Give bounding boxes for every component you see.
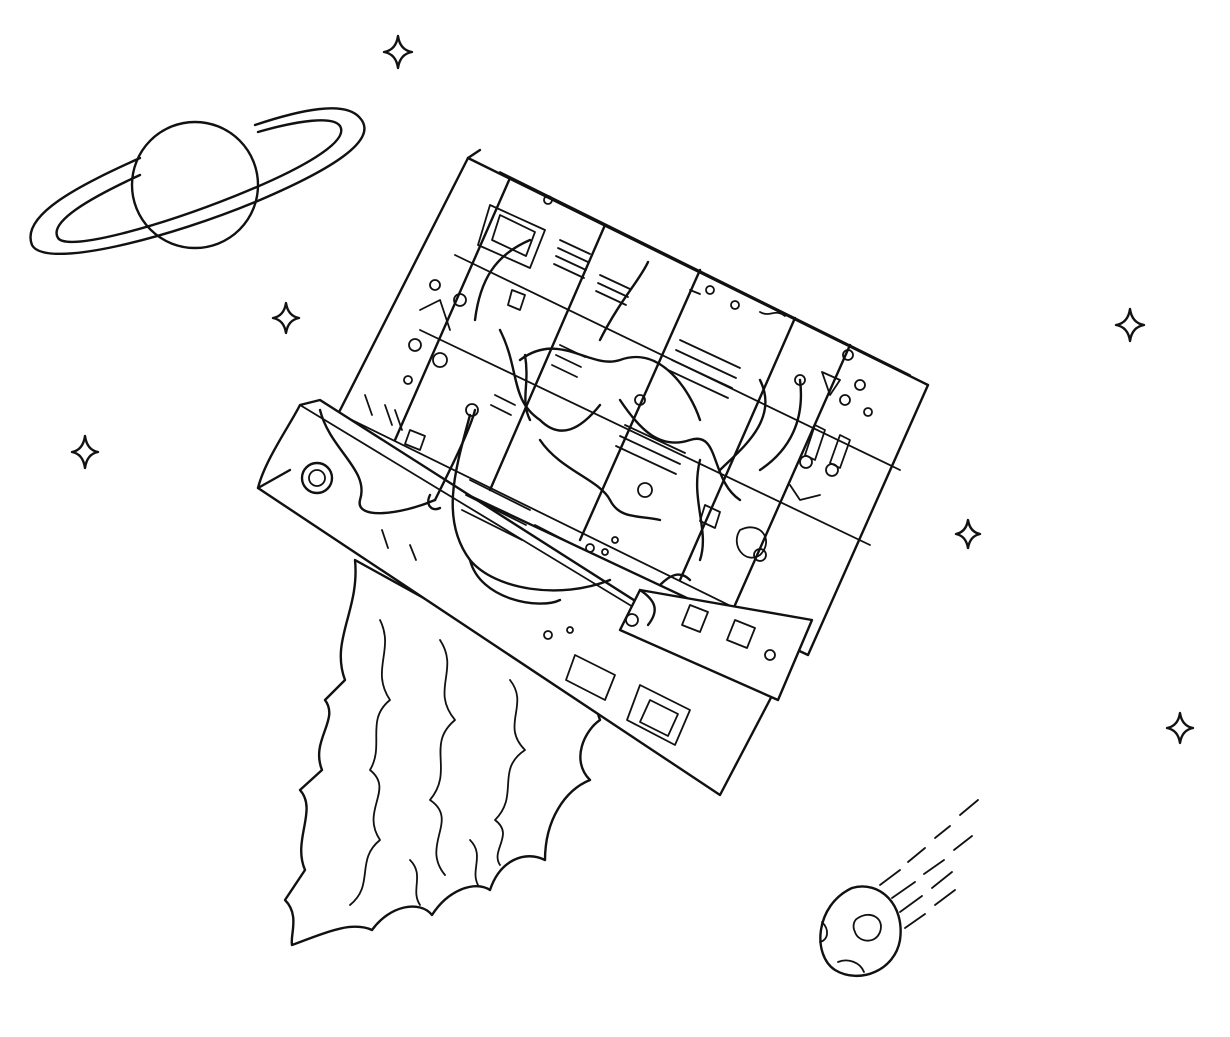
star-icon <box>1114 307 1146 343</box>
module-details <box>364 195 873 562</box>
modular-synth-case <box>256 148 930 797</box>
ringed-planet <box>29 107 366 256</box>
star-icon <box>271 301 301 335</box>
stars <box>70 34 1195 745</box>
comet <box>819 799 979 978</box>
star-icon <box>382 34 414 70</box>
patch-cables <box>318 238 803 627</box>
star-icon <box>954 518 982 550</box>
star-icon <box>1165 711 1195 745</box>
star-icon <box>70 434 100 470</box>
